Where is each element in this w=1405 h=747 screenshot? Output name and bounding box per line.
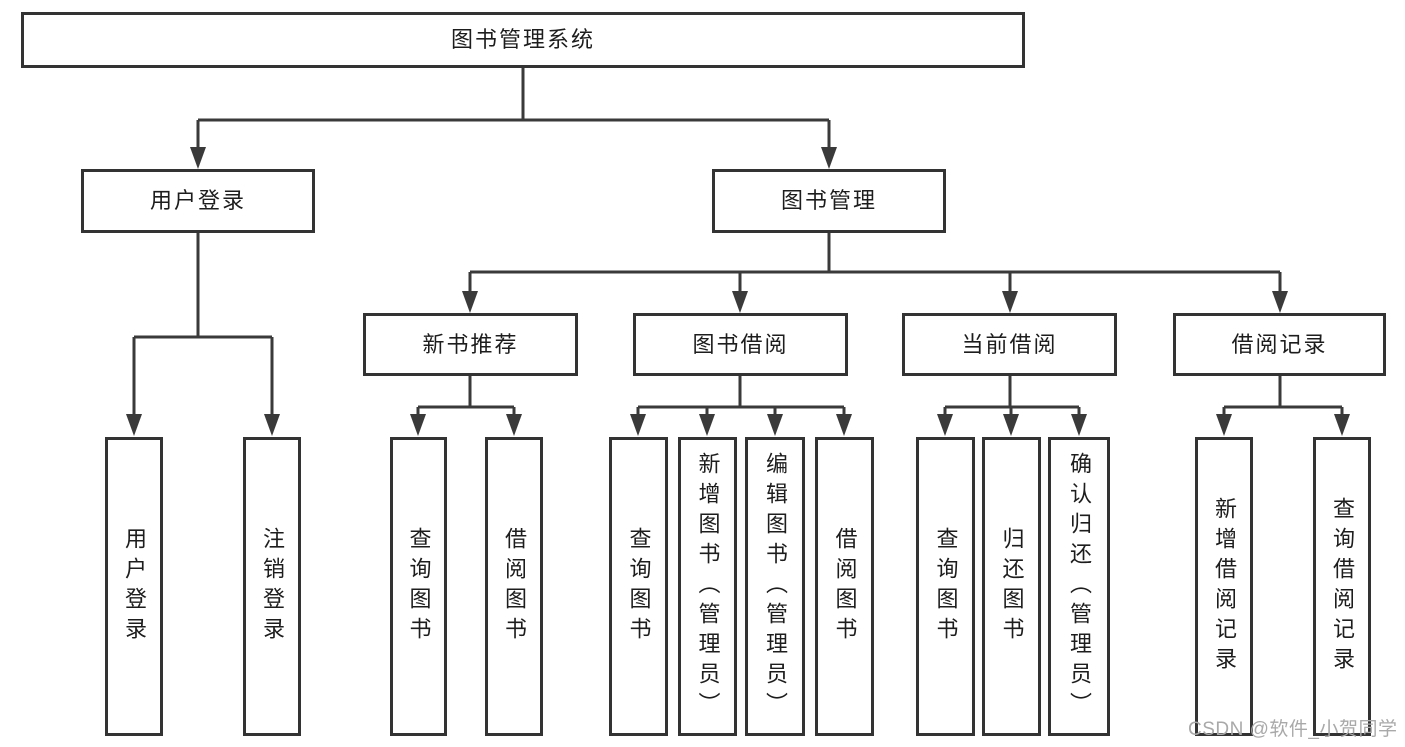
leaf-cb-return-books: 归还图书 (982, 437, 1041, 736)
leaf-user-login: 用户登录 (105, 437, 163, 736)
leaf-cb-confirm-return-admin-label: 确认归还（管理员） (1067, 451, 1092, 722)
node-current-borrow-label: 当前借阅 (961, 331, 1058, 357)
leaf-bb-query-books: 查询图书 (609, 437, 668, 736)
arrowheads (126, 147, 1350, 436)
node-borrow-records-label: 借阅记录 (1231, 331, 1328, 357)
node-borrow-records: 借阅记录 (1173, 313, 1386, 376)
node-current-borrow: 当前借阅 (902, 313, 1117, 376)
leaf-cb-confirm-return-admin: 确认归还（管理员） (1048, 437, 1110, 736)
leaf-cb-query-books-label: 查询图书 (933, 526, 959, 647)
node-user-login-label: 用户登录 (149, 188, 246, 213)
leaf-logout: 注销登录 (243, 437, 301, 736)
node-user-login: 用户登录 (81, 169, 315, 233)
node-root-label: 图书管理系统 (450, 27, 595, 52)
leaf-bb-add-books-admin: 新增图书（管理员） (678, 437, 737, 736)
leaf-bb-query-books-label: 查询图书 (626, 526, 652, 647)
leaf-nr-query-books: 查询图书 (390, 437, 447, 736)
leaf-nr-borrow-books: 借阅图书 (485, 437, 543, 736)
node-book-management: 图书管理 (712, 169, 946, 233)
leaf-user-login-label: 用户登录 (122, 526, 147, 647)
node-book-management-label: 图书管理 (780, 188, 877, 213)
leaf-br-query-record: 查询借阅记录 (1313, 437, 1371, 736)
node-root: 图书管理系统 (21, 12, 1025, 68)
leaf-bb-add-books-admin-label: 新增图书（管理员） (695, 451, 721, 722)
node-book-borrow-label: 图书借阅 (692, 331, 789, 357)
node-new-book-recommend-label: 新书推荐 (422, 331, 519, 357)
leaf-bb-edit-books-admin-label: 编辑图书（管理员） (763, 451, 788, 722)
node-new-book-recommend: 新书推荐 (363, 313, 578, 376)
leaf-logout-label: 注销登录 (260, 526, 285, 647)
leaf-bb-edit-books-admin: 编辑图书（管理员） (745, 437, 805, 736)
leaf-nr-query-books-label: 查询图书 (406, 526, 432, 647)
leaf-br-add-record-label: 新增借阅记录 (1212, 496, 1237, 677)
leaf-cb-return-books-label: 归还图书 (999, 526, 1025, 647)
leaf-bb-borrow-books-label: 借阅图书 (832, 526, 858, 647)
leaf-nr-borrow-books-label: 借阅图书 (502, 526, 527, 647)
leaf-br-query-record-label: 查询借阅记录 (1330, 496, 1355, 677)
watermark: CSDN @软件_小贺同学 (1188, 719, 1398, 740)
node-book-borrow: 图书借阅 (633, 313, 848, 376)
leaf-br-add-record: 新增借阅记录 (1195, 437, 1253, 736)
leaf-cb-query-books: 查询图书 (916, 437, 975, 736)
leaf-bb-borrow-books: 借阅图书 (815, 437, 874, 736)
